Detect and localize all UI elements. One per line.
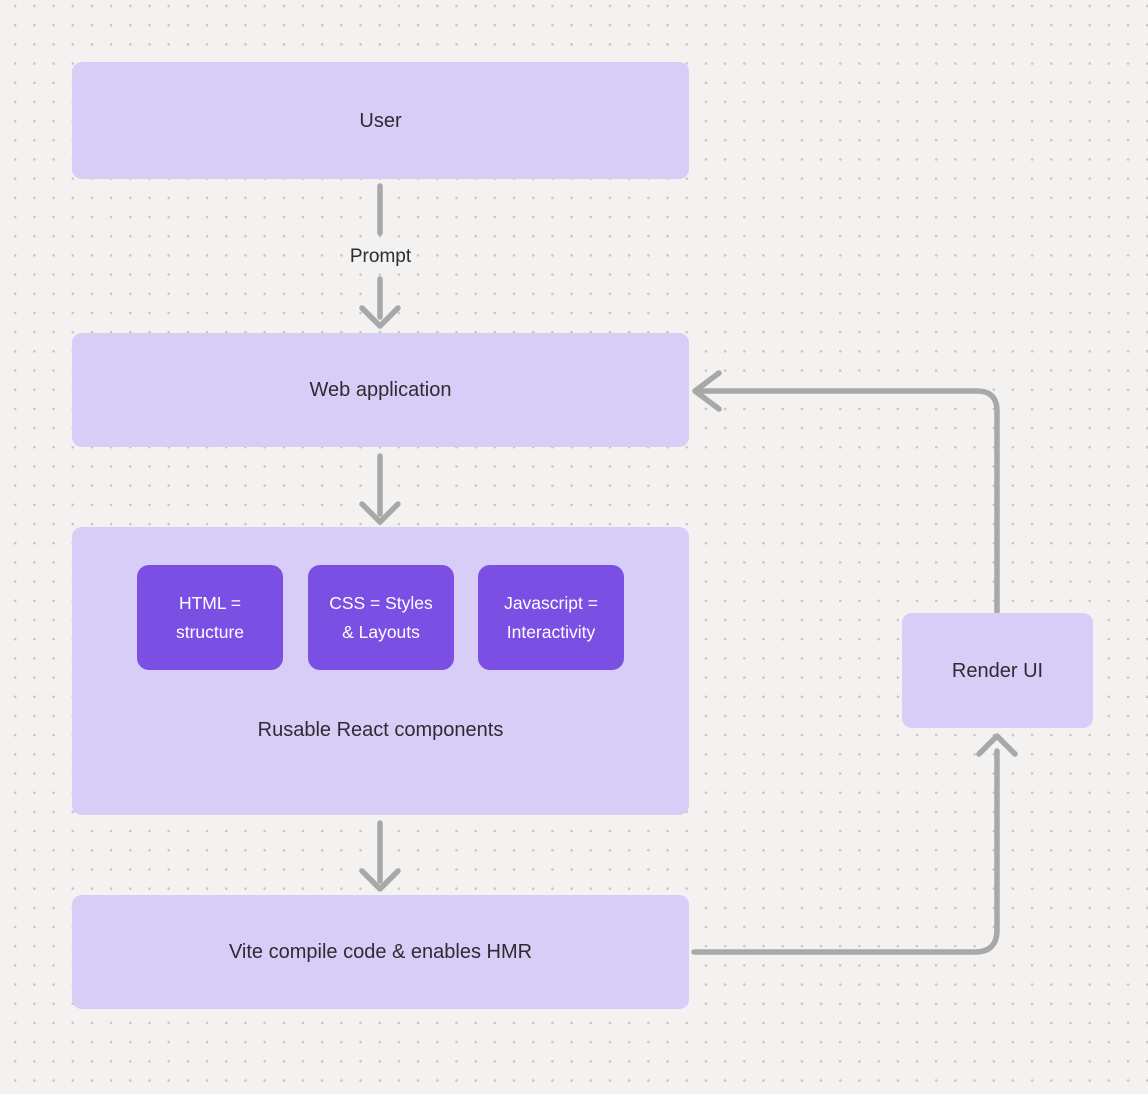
connector-components-to-vite — [359, 820, 401, 892]
connector-vite-to-renderui — [691, 733, 1018, 955]
node-vite[interactable]: Vite compile code & enables HMR — [72, 895, 689, 1009]
node-components-group[interactable]: HTML = structure CSS = Styles & Layouts … — [72, 527, 689, 815]
chip-javascript[interactable]: Javascript = Interactivity — [478, 565, 624, 670]
connector-renderui-to-webapp — [692, 370, 1000, 616]
connector-webapp-to-components — [359, 453, 401, 525]
chip-css-label: CSS = Styles & Layouts — [329, 592, 433, 642]
chip-css[interactable]: CSS = Styles & Layouts — [308, 565, 454, 670]
node-user-label: User — [359, 109, 402, 132]
node-render-ui-label: Render UI — [951, 659, 1044, 682]
node-user[interactable]: User — [72, 62, 689, 179]
node-vite-label: Vite compile code & enables HMR — [228, 941, 533, 963]
chip-javascript-label: Javascript = Interactivity — [504, 592, 598, 642]
chip-html-label: HTML = structure — [175, 592, 245, 642]
node-web-application[interactable]: Web application — [72, 333, 689, 447]
edge-label-prompt: Prompt — [349, 246, 412, 267]
node-web-application-label: Web application — [309, 379, 452, 401]
node-render-ui[interactable]: Render UI — [902, 613, 1093, 728]
components-caption: Rusable React components — [257, 719, 504, 741]
chip-html[interactable]: HTML = structure — [137, 565, 283, 670]
